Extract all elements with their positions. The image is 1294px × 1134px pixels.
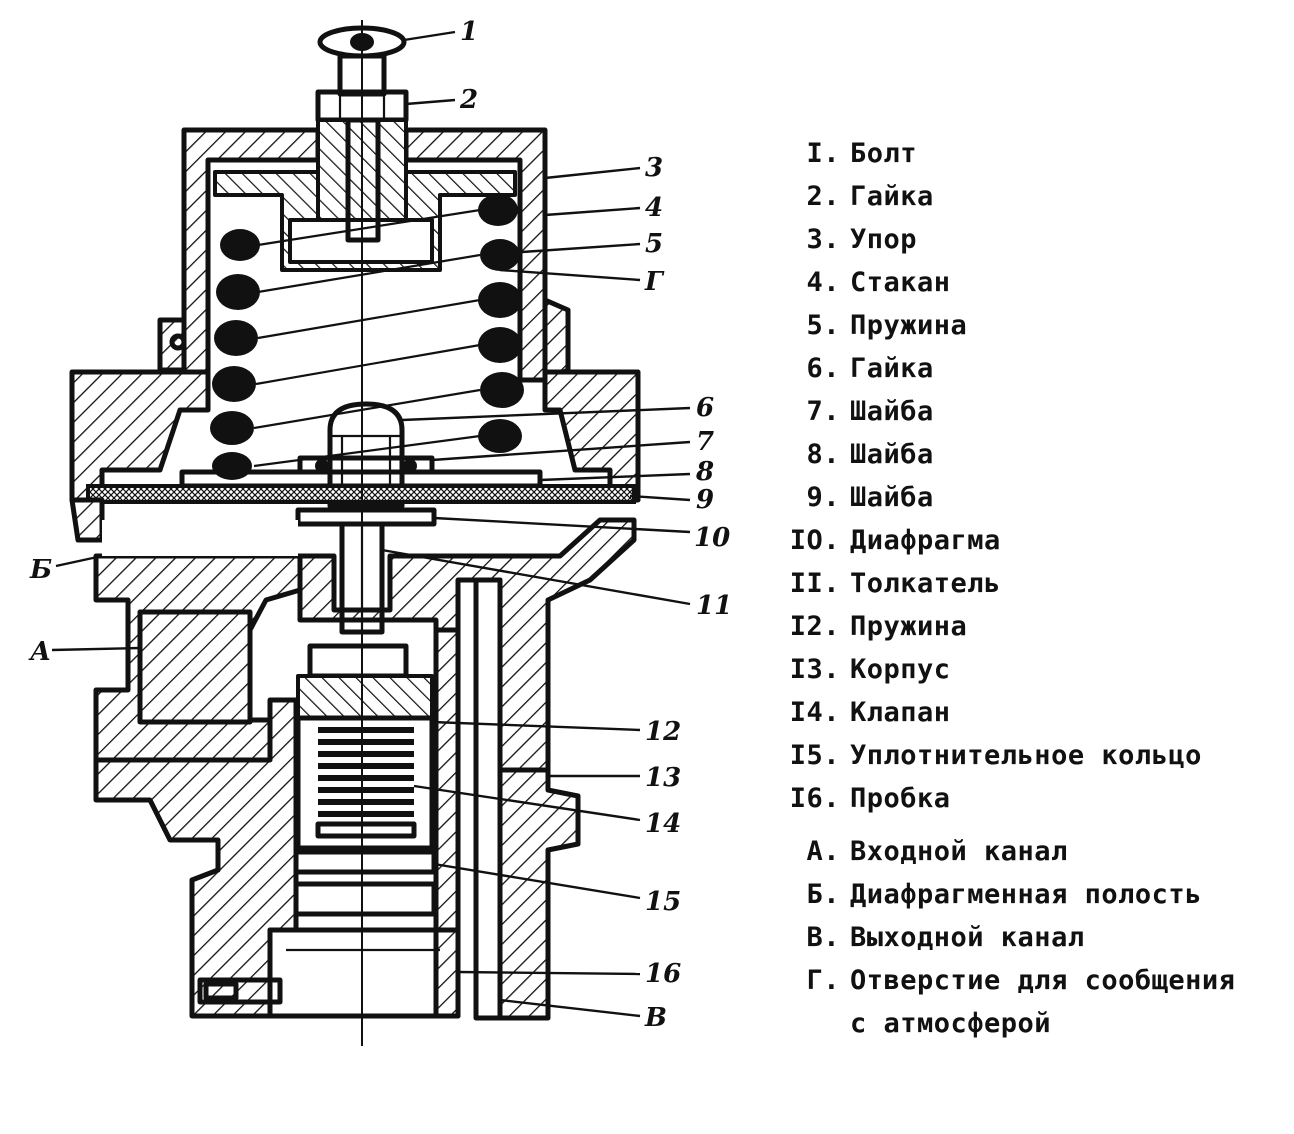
legend-num: 8. [806,439,840,470]
callout-10: 10 [694,523,730,553]
leader-lines [51,30,691,1018]
callout-14: 14 [645,809,681,839]
legend-text: с атмосферой [850,1008,1052,1039]
legend-num: II. [789,568,840,599]
callout-V: В [644,1003,667,1033]
legend-num: 9. [806,482,840,513]
valve-14 [296,643,434,720]
legend-item: 9. Шайба [770,482,934,513]
legend-text: Шайба [850,439,934,470]
legend-item: I5. Уплотнительное кольцо [770,740,1202,771]
seal-ring-15 [293,849,437,917]
legend-text: Корпус [850,654,951,685]
legend-num: I3. [789,654,840,685]
legend-item: I3. Корпус [770,654,951,685]
legend-item: В. Выходной канал [770,922,1085,953]
callout-15: 15 [645,887,681,917]
legend-num: I5. [789,740,840,771]
body-13 [69,497,637,1021]
callout-A: А [28,637,51,667]
legend-text: Болт [850,138,918,169]
callout-16: 16 [645,959,681,989]
legend-num: 3. [806,224,840,255]
legend-item: 3. Упор [770,224,917,255]
callout-9: 9 [696,485,714,515]
legend-text: Пробка [850,783,951,814]
legend-item: I. Болт [770,138,917,169]
legend-text: Стакан [850,267,951,298]
legend-item: I4. Клапан [770,697,951,728]
legend-item: 6. Гайка [770,353,934,384]
legend-item: 5. Пружина [770,310,967,341]
legend-num: Б. [806,879,840,910]
legend-item: I2. Пружина [770,611,967,642]
legend-text: Выходной канал [850,922,1085,953]
callout-8: 8 [695,457,714,487]
legend-text: Входной канал [850,836,1068,867]
legend-item: 7. Шайба [770,396,934,427]
legend-num: 5. [806,310,840,341]
legend-text: Гайка [850,353,934,384]
legend-num: 2. [806,181,840,212]
legend-num: В. [806,922,840,953]
legend-item: 2. Гайка [770,181,934,212]
legend-num: А. [806,836,840,867]
legend-text: Пружина [850,310,968,341]
legend-num: I4. [789,697,840,728]
callout-2: 2 [459,85,478,115]
legend-text: Уплотнительное кольцо [850,740,1202,771]
legend-item: с атмосферой [770,1008,1051,1039]
legend-item: А. Входной канал [770,836,1068,867]
legend-item: Г. Отверстие для сообщения [770,965,1235,996]
callout-5: 5 [645,229,663,259]
legend-num: 6. [806,353,840,384]
legend-text: Шайба [850,396,934,427]
callout-3: 3 [645,153,663,183]
body-flange [69,369,641,503]
callout-1: 1 [460,17,478,47]
legend-num: 7. [806,396,840,427]
legend-num: Г. [806,965,840,996]
spring-12 [295,715,435,851]
legend-item: IO. Диафрагма [770,525,1001,556]
legend-text: Отверстие для сообщения [850,965,1236,996]
legend-num: I. [806,138,840,169]
legend-text: Упор [850,224,918,255]
legend-text: Клапан [850,697,951,728]
legend-num: I2. [789,611,840,642]
legend-num: 4. [806,267,840,298]
callout-labels: 1 2 3 4 5 Г 6 7 8 9 10 11 12 13 14 15 16… [28,17,732,1033]
legend-item: II. Толкатель [770,568,1001,599]
callout-11: 11 [696,591,732,621]
legend-text: Шайба [850,482,934,513]
callout-12: 12 [645,717,681,747]
legend-text: Толкатель [850,568,1001,599]
callout-7: 7 [696,427,714,457]
plug-16 [197,927,461,1019]
spring-5 [210,194,524,480]
legend-text: Гайка [850,181,934,212]
legend-text: Пружина [850,611,968,642]
spring-seat-4 [213,170,517,272]
callout-B: Б [29,555,52,585]
legend-num: IO. [789,525,840,556]
legend-text: Диафрагменная полость [850,879,1202,910]
legend-text: Диафрагма [850,525,1001,556]
callout-4: 4 [645,193,663,223]
callout-G: Г [644,267,665,297]
legend-item: 8. Шайба [770,439,934,470]
legend-item: Б. Диафрагменная полость [770,879,1202,910]
legend-item: 4. Стакан [770,267,951,298]
callout-6: 6 [696,393,714,423]
legend-item: I6. Пробка [770,783,951,814]
legend-num: I6. [789,783,840,814]
callout-13: 13 [645,763,681,793]
